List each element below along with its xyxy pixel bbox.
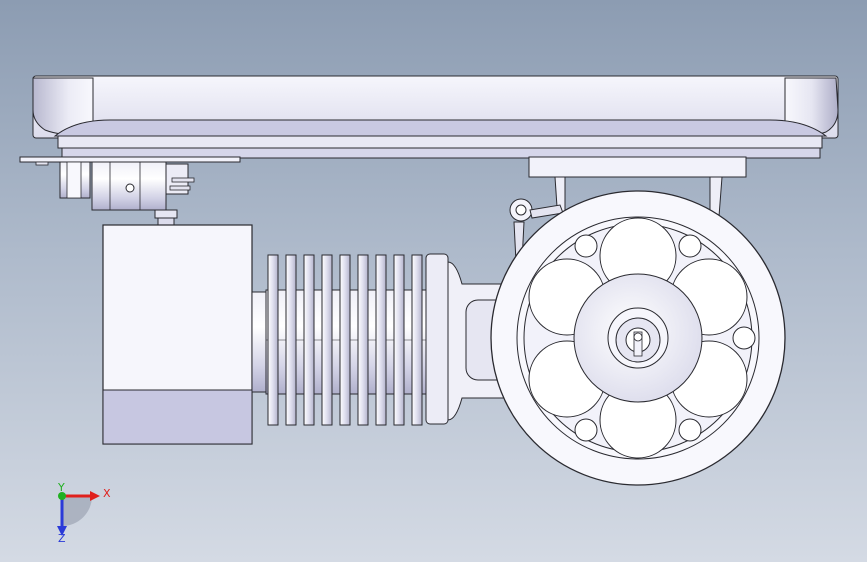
- base-plate[interactable]: [32, 75, 839, 159]
- cooling-fins: [267, 254, 423, 426]
- bracket-assembly[interactable]: [19, 156, 241, 227]
- triad-plane-shadow: [62, 496, 92, 526]
- displacer-housing[interactable]: [102, 224, 253, 445]
- y-axis-indicator: [58, 492, 66, 500]
- z-axis-arrow: [57, 496, 67, 536]
- x-axis-label: X: [103, 487, 111, 500]
- flywheel[interactable]: [490, 190, 786, 486]
- z-axis-label: Z: [58, 532, 66, 545]
- flywheel-bolt-holes: [574, 234, 756, 442]
- x-axis-arrow: [62, 491, 100, 501]
- cooling-cylinder[interactable]: [251, 253, 449, 426]
- y-axis-label: Y: [57, 481, 65, 494]
